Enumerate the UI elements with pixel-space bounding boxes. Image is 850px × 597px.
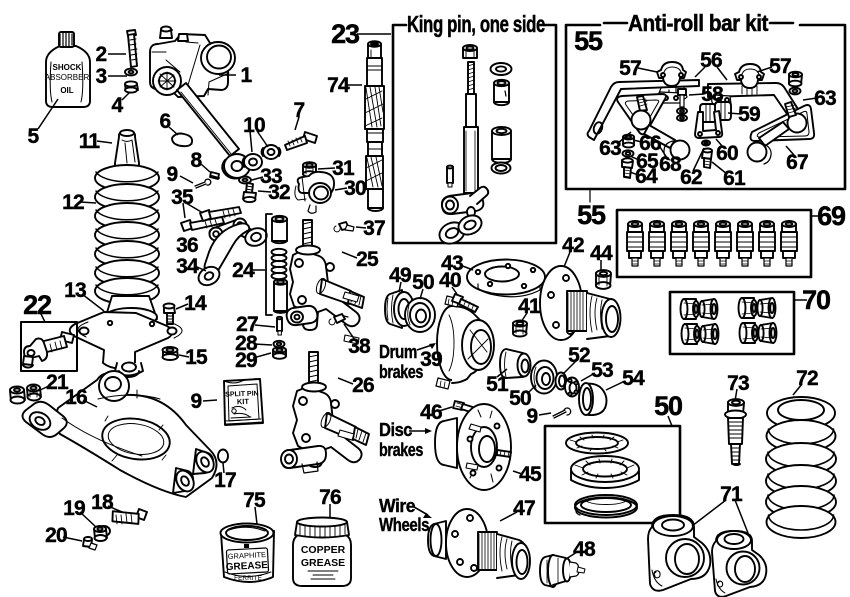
svg-text:23: 23 xyxy=(331,19,360,49)
svg-text:7: 7 xyxy=(294,99,305,122)
svg-text:17: 17 xyxy=(214,469,236,492)
svg-text:69: 69 xyxy=(817,201,846,231)
svg-text:74: 74 xyxy=(327,74,350,97)
svg-text:35: 35 xyxy=(171,186,194,209)
svg-text:25: 25 xyxy=(356,248,379,271)
svg-text:61: 61 xyxy=(723,167,746,190)
svg-text:24: 24 xyxy=(232,259,255,282)
svg-text:59: 59 xyxy=(738,103,760,126)
svg-text:GREASE: GREASE xyxy=(225,560,268,573)
svg-text:39: 39 xyxy=(420,348,442,371)
svg-text:14: 14 xyxy=(184,292,207,315)
svg-text:26: 26 xyxy=(352,374,374,397)
svg-text:44: 44 xyxy=(590,242,613,265)
svg-text:Wire: Wire xyxy=(379,496,415,516)
svg-text:Drum: Drum xyxy=(379,342,417,362)
svg-text:55: 55 xyxy=(574,26,603,56)
svg-text:King pin, one side: King pin, one side xyxy=(407,11,545,37)
svg-text:brakes: brakes xyxy=(379,440,423,460)
svg-text:53: 53 xyxy=(591,359,613,382)
svg-text:ABSORBER: ABSORBER xyxy=(45,73,90,82)
svg-text:31: 31 xyxy=(332,157,355,180)
svg-text:63: 63 xyxy=(814,87,836,110)
svg-text:54: 54 xyxy=(622,367,645,390)
svg-text:9: 9 xyxy=(527,405,538,428)
svg-text:57: 57 xyxy=(769,55,791,78)
svg-text:63: 63 xyxy=(599,137,621,160)
svg-text:40: 40 xyxy=(439,269,461,292)
svg-text:34: 34 xyxy=(176,255,199,278)
svg-text:SPLIT PIN: SPLIT PIN xyxy=(225,390,259,398)
svg-text:22: 22 xyxy=(23,290,51,320)
svg-text:47: 47 xyxy=(513,497,535,520)
svg-text:OIL: OIL xyxy=(60,86,73,95)
svg-text:10: 10 xyxy=(243,114,265,137)
svg-text:GRAPHITE: GRAPHITE xyxy=(227,550,266,561)
svg-text:52: 52 xyxy=(568,344,590,367)
svg-text:16: 16 xyxy=(65,386,87,409)
svg-text:36: 36 xyxy=(176,234,198,257)
svg-text:56: 56 xyxy=(700,49,722,72)
svg-text:43: 43 xyxy=(441,252,463,275)
svg-text:48: 48 xyxy=(573,538,596,561)
svg-text:9: 9 xyxy=(167,163,178,186)
svg-text:57: 57 xyxy=(619,57,641,80)
svg-text:5: 5 xyxy=(28,125,40,148)
svg-text:1: 1 xyxy=(241,64,253,87)
svg-text:50: 50 xyxy=(412,271,434,294)
svg-text:66: 66 xyxy=(639,132,661,155)
svg-text:3: 3 xyxy=(96,65,107,88)
svg-text:50: 50 xyxy=(509,387,531,410)
svg-text:64: 64 xyxy=(635,165,658,188)
svg-text:4: 4 xyxy=(112,94,124,117)
svg-text:51: 51 xyxy=(486,373,509,396)
svg-text:18: 18 xyxy=(91,491,114,514)
svg-text:6: 6 xyxy=(160,110,171,133)
svg-text:37: 37 xyxy=(363,217,385,240)
svg-text:60: 60 xyxy=(716,142,738,165)
svg-text:Wheels: Wheels xyxy=(379,515,429,535)
svg-text:62: 62 xyxy=(680,166,702,189)
svg-text:42: 42 xyxy=(562,234,584,257)
svg-text:58: 58 xyxy=(701,83,724,106)
svg-text:Anti-roll bar kit: Anti-roll bar kit xyxy=(628,10,769,36)
svg-text:68: 68 xyxy=(659,153,682,176)
svg-text:2: 2 xyxy=(96,43,107,66)
svg-text:11: 11 xyxy=(79,130,101,153)
svg-text:41: 41 xyxy=(518,295,541,318)
svg-text:FERRITE: FERRITE xyxy=(234,575,262,582)
svg-text:29: 29 xyxy=(235,349,257,372)
svg-text:73: 73 xyxy=(727,372,749,395)
svg-text:COPPER: COPPER xyxy=(301,544,346,556)
svg-text:19: 19 xyxy=(63,497,85,520)
svg-text:9: 9 xyxy=(191,390,202,413)
svg-text:27: 27 xyxy=(236,313,258,336)
svg-text:Disc: Disc xyxy=(379,420,412,440)
svg-text:28: 28 xyxy=(235,332,258,355)
svg-text:45: 45 xyxy=(519,463,542,486)
svg-text:13: 13 xyxy=(64,279,86,302)
svg-text:GREASE: GREASE xyxy=(301,557,345,569)
svg-text:67: 67 xyxy=(786,151,808,174)
svg-text:30: 30 xyxy=(344,177,366,200)
svg-text:8: 8 xyxy=(191,149,203,172)
svg-text:65: 65 xyxy=(636,150,659,173)
svg-text:38: 38 xyxy=(348,335,371,358)
svg-text:33: 33 xyxy=(260,165,282,188)
svg-text:49: 49 xyxy=(389,264,411,287)
svg-text:21: 21 xyxy=(46,371,69,394)
svg-text:15: 15 xyxy=(185,346,208,369)
svg-text:46: 46 xyxy=(420,401,442,424)
svg-text:55: 55 xyxy=(577,200,606,230)
svg-text:75: 75 xyxy=(243,489,266,512)
svg-text:12: 12 xyxy=(62,191,84,214)
svg-text:32: 32 xyxy=(268,181,290,204)
svg-text:SHOCK: SHOCK xyxy=(53,63,82,72)
svg-text:20: 20 xyxy=(45,524,67,547)
svg-text:76: 76 xyxy=(319,486,341,509)
svg-text:KIT: KIT xyxy=(237,397,250,406)
svg-text:brakes: brakes xyxy=(379,362,423,382)
